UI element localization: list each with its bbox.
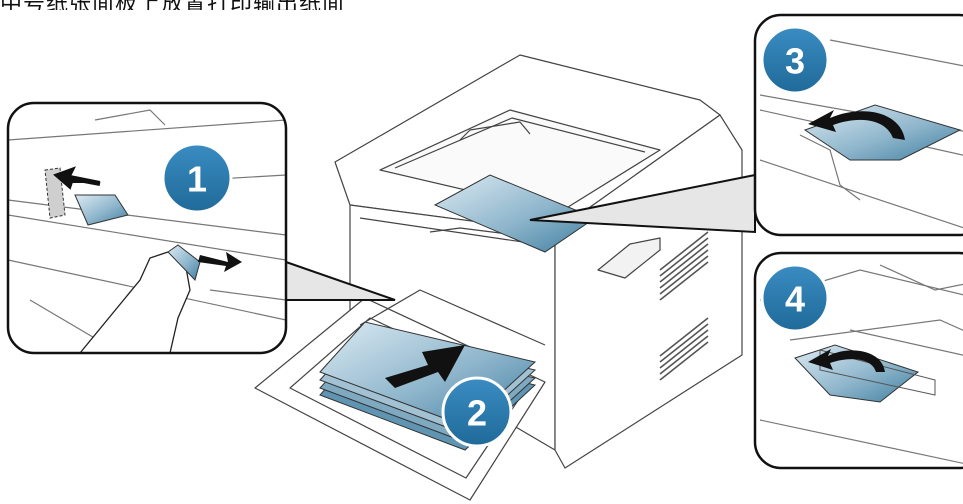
step-badge-1: 1 [163,144,231,212]
step-badge-2: 2 [443,378,511,446]
callout-step-1 [8,103,286,353]
step-number-3: 3 [785,41,805,82]
step-number-1: 1 [187,159,207,200]
step-badge-4: 4 [762,265,828,331]
step-number-4: 4 [785,279,805,320]
step-number-2: 2 [467,393,487,434]
step-badge-3: 3 [762,27,828,93]
